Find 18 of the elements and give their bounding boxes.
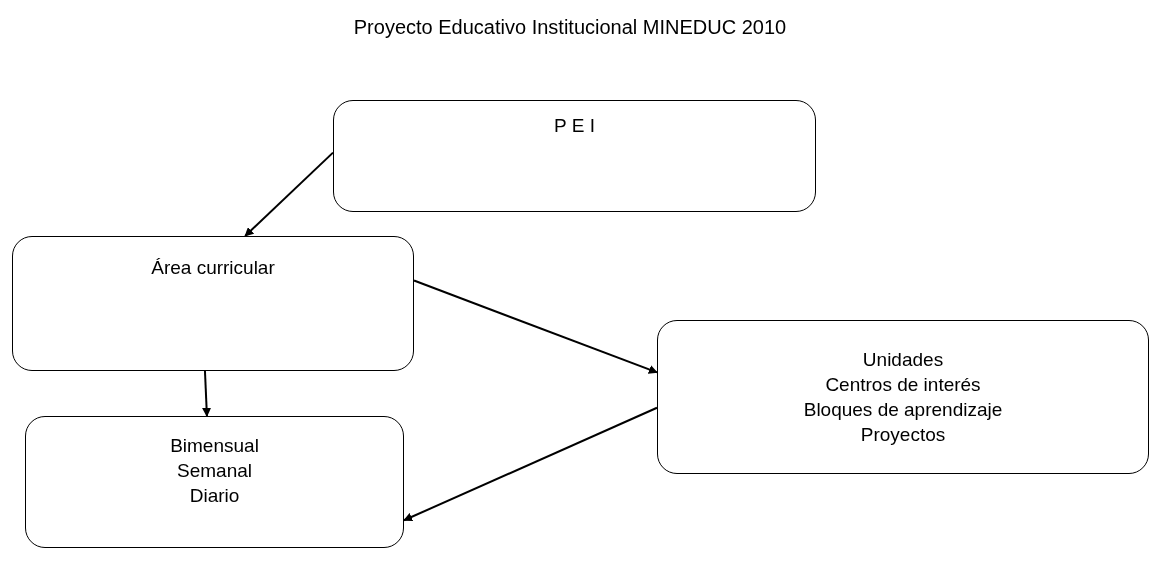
box-label: Proyectos [860,423,946,447]
box-label: Unidades [862,348,944,372]
arrow [244,151,334,237]
box-label: Centros de interés [825,373,981,397]
box-label: Semanal [177,459,252,483]
process-box [12,236,414,371]
diagram-title: Proyecto Educativo Institucional MINEDUC 2010 [352,16,788,39]
box-label: Bloques de aprendizaje [803,398,1003,422]
box-label: P E I [554,114,595,138]
box-label: Bimensual [170,434,259,458]
arrow [413,279,658,374]
box-label: Área curricular [151,256,275,280]
arrow [403,406,658,522]
process-box [333,100,816,212]
process-box [25,416,404,548]
box-label: Diario [189,484,240,508]
arrow [202,370,212,417]
process-box [657,320,1149,474]
